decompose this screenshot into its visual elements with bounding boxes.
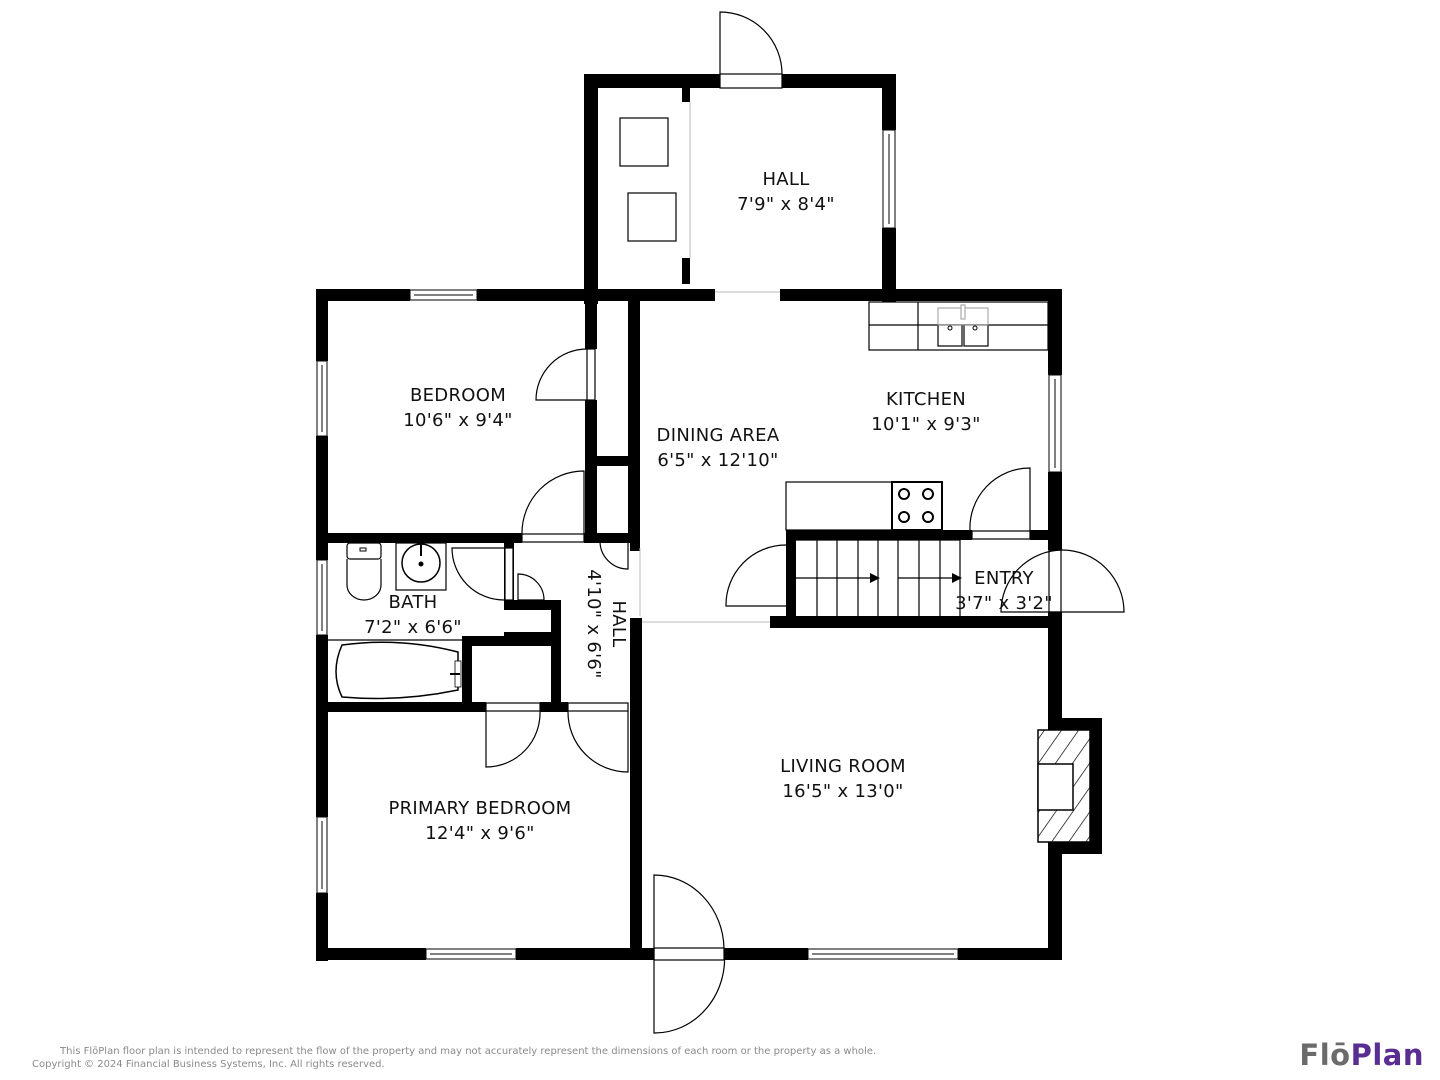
room-name: KITCHEN <box>885 389 967 410</box>
room-name: DINING AREA <box>656 425 780 446</box>
room-dims: 7'2" x 6'6" <box>364 617 462 638</box>
kitchen-sink <box>868 301 1049 351</box>
door-linen[interactable] <box>517 573 545 601</box>
washer <box>619 117 669 167</box>
windows <box>316 289 1062 960</box>
room-dims: 10'1" x 9'3" <box>871 414 981 435</box>
room-dims: 6'5" x 12'10" <box>657 450 779 471</box>
bathtub <box>328 639 462 700</box>
main-walls <box>316 289 1102 961</box>
dryer <box>627 192 677 242</box>
logo-part-2: Plan <box>1350 1038 1424 1072</box>
room-name: HALL <box>762 169 810 190</box>
door-kitchen-entry[interactable] <box>969 467 1031 540</box>
room-label-hall-top: HALL 7'9" x 8'4" <box>716 167 856 217</box>
disclaimer-line-2: Copyright © 2024 Financial Business Syst… <box>32 1059 385 1070</box>
room-label-bath: BATH 7'2" x 6'6" <box>348 590 478 640</box>
room-name: LIVING ROOM <box>780 756 906 777</box>
door-primary-closet-2[interactable] <box>567 702 629 773</box>
room-name: BATH <box>388 592 438 613</box>
room-name: HALL <box>608 600 629 648</box>
interior-walls <box>316 301 1062 950</box>
disclaimer: This FlōPlan floor plan is intended to r… <box>32 1045 876 1071</box>
stove <box>891 481 943 531</box>
door-stairs-left[interactable] <box>725 544 787 607</box>
room-label-living: LIVING ROOM 16'5" x 13'0" <box>763 754 923 804</box>
room-dims: 4'10" x 6'6" <box>583 569 604 679</box>
room-dims: 12'4" x 9'6" <box>425 823 535 844</box>
room-dims: 10'6" x 9'4" <box>403 410 513 431</box>
window-top-hall <box>882 129 896 229</box>
bathroom-sink <box>395 542 447 591</box>
logo-part-1: Flō <box>1299 1038 1351 1072</box>
door-closet-small[interactable] <box>599 540 629 570</box>
door-primary-closet-1[interactable] <box>485 702 541 768</box>
fireplace <box>1037 729 1091 843</box>
room-label-dining: DINING AREA 6'5" x 12'10" <box>638 423 798 473</box>
room-name: ENTRY <box>974 568 1034 589</box>
room-dims: 16'5" x 13'0" <box>782 781 904 802</box>
room-label-kitchen: KITCHEN 10'1" x 9'3" <box>856 387 996 437</box>
room-name: PRIMARY BEDROOM <box>388 798 572 819</box>
room-label-entry: ENTRY 3'7" x 3'2" <box>944 566 1064 616</box>
kitchen-counter <box>785 481 893 531</box>
floplan-logo: FlōPlan <box>1299 1038 1424 1072</box>
room-dims: 7'9" x 8'4" <box>737 194 835 215</box>
toilet <box>346 542 382 601</box>
room-label-bedroom: BEDROOM 10'6" x 9'4" <box>378 383 538 433</box>
door-top-hall[interactable] <box>719 11 783 89</box>
door-bath[interactable] <box>451 547 514 601</box>
door-bedroom-closet[interactable] <box>535 348 596 401</box>
disclaimer-line-1: This FlōPlan floor plan is intended to r… <box>60 1046 877 1057</box>
door-living-front[interactable] <box>653 874 726 1034</box>
top-hall-walls <box>584 74 896 304</box>
door-front-entry[interactable] <box>1000 549 1125 613</box>
room-label-primary: PRIMARY BEDROOM 12'4" x 9'6" <box>370 796 590 846</box>
door-bedroom[interactable] <box>521 470 585 543</box>
room-dims: 3'7" x 3'2" <box>955 593 1053 614</box>
room-label-hall-mid: HALL 4'10" x 6'6" <box>581 554 631 694</box>
room-name: BEDROOM <box>409 385 507 406</box>
stairs <box>796 539 962 616</box>
